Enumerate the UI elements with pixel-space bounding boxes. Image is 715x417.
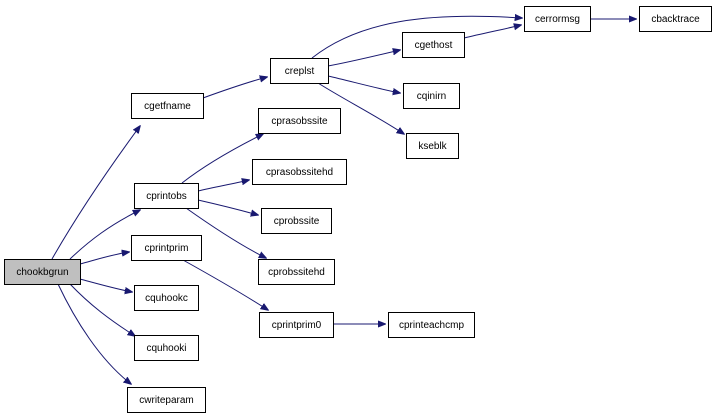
edge-chookbgrun-to-cprintprim bbox=[79, 252, 129, 265]
node-box-cquhooki bbox=[134, 335, 199, 361]
node-box-cprobssitehd bbox=[258, 259, 335, 285]
node-label-cgetfname: cgetfname bbox=[144, 101, 191, 112]
node-box-cprintobs bbox=[134, 183, 199, 209]
node-label-cprobssite: cprobssite bbox=[274, 216, 320, 227]
node-label-cquhookc: cquhookc bbox=[145, 293, 188, 304]
edge-creplst-to-cgethost bbox=[327, 50, 400, 67]
node-cquhookc[interactable]: cquhookc bbox=[134, 285, 199, 311]
edge-cprintobs-to-cprobssite bbox=[197, 199, 258, 215]
node-creplst[interactable]: creplst bbox=[270, 58, 329, 84]
node-box-cerrormsg bbox=[524, 6, 591, 32]
node-box-creplst bbox=[270, 58, 329, 84]
node-kseblk[interactable]: kseblk bbox=[406, 133, 459, 159]
node-cquhooki[interactable]: cquhooki bbox=[134, 335, 199, 361]
node-label-cprasobssitehd: cprasobssitehd bbox=[266, 167, 333, 178]
node-label-cprintobs: cprintobs bbox=[146, 191, 187, 202]
node-label-creplst: creplst bbox=[285, 66, 315, 77]
node-chookbgrun[interactable]: chookbgrun bbox=[4, 259, 81, 285]
node-box-cprasobssitehd bbox=[252, 159, 347, 185]
node-cwriteparam[interactable]: cwriteparam bbox=[127, 387, 206, 413]
edge-chookbgrun-to-cgetfname bbox=[51, 126, 140, 260]
node-box-chookbgrun bbox=[4, 259, 81, 285]
node-label-kseblk: kseblk bbox=[418, 141, 447, 152]
node-box-cqinirn bbox=[403, 83, 460, 109]
node-label-cwriteparam: cwriteparam bbox=[139, 395, 193, 406]
node-box-cprobssite bbox=[261, 208, 332, 234]
node-label-cqinirn: cqinirn bbox=[417, 91, 446, 102]
node-cprasobssitehd[interactable]: cprasobssitehd bbox=[252, 159, 347, 185]
node-label-chookbgrun: chookbgrun bbox=[16, 267, 68, 278]
edge-chookbgrun-to-cwriteparam bbox=[57, 283, 131, 384]
node-box-cbacktrace bbox=[639, 6, 712, 32]
edges-layer bbox=[51, 16, 636, 384]
node-box-kseblk bbox=[406, 133, 459, 159]
node-label-cquhooki: cquhooki bbox=[146, 343, 186, 354]
node-cprasobssite[interactable]: cprasobssite bbox=[258, 108, 341, 134]
node-label-cprinteachcmp: cprinteachcmp bbox=[399, 320, 464, 331]
edge-cgetfname-to-creplst bbox=[202, 77, 267, 99]
node-label-cprasobssite: cprasobssite bbox=[271, 116, 328, 127]
edge-creplst-to-kseblk bbox=[317, 82, 404, 134]
node-label-cprintprim0: cprintprim0 bbox=[272, 320, 322, 331]
node-box-cgethost bbox=[402, 32, 465, 58]
edge-cprintprim-to-cprintprim0 bbox=[182, 259, 268, 310]
node-cerrormsg[interactable]: cerrormsg bbox=[524, 6, 591, 32]
node-cgetfname[interactable]: cgetfname bbox=[131, 93, 204, 119]
node-cprinteachcmp[interactable]: cprinteachcmp bbox=[388, 312, 475, 338]
node-box-cprintprim bbox=[131, 235, 202, 261]
node-cqinirn[interactable]: cqinirn bbox=[403, 83, 460, 109]
node-label-cprobssitehd: cprobssitehd bbox=[268, 267, 325, 278]
node-box-cquhookc bbox=[134, 285, 199, 311]
node-cprobssitehd[interactable]: cprobssitehd bbox=[258, 259, 335, 285]
node-cbacktrace[interactable]: cbacktrace bbox=[639, 6, 712, 32]
node-box-cgetfname bbox=[131, 93, 204, 119]
node-cprintobs[interactable]: cprintobs bbox=[134, 183, 199, 209]
nodes-layer: chookbgrun cgetfname cprintobs cprintprim cq… bbox=[4, 6, 712, 413]
node-cprobssite[interactable]: cprobssite bbox=[261, 208, 332, 234]
edge-cgethost-to-cerrormsg bbox=[463, 25, 521, 39]
edge-chookbgrun-to-cquhooki bbox=[69, 283, 135, 336]
edge-chookbgrun-to-cprintobs bbox=[69, 210, 140, 260]
edge-cprintobs-to-cprasobssitehd bbox=[197, 180, 249, 192]
node-box-cprasobssite bbox=[258, 108, 341, 134]
node-cgethost[interactable]: cgethost bbox=[402, 32, 465, 58]
node-box-cprinteachcmp bbox=[388, 312, 475, 338]
node-label-cerrormsg: cerrormsg bbox=[535, 14, 580, 25]
node-label-cbacktrace: cbacktrace bbox=[651, 14, 700, 25]
edge-cprintobs-to-cprobssitehd bbox=[185, 207, 266, 258]
edge-chookbgrun-to-cquhookc bbox=[79, 278, 132, 292]
node-label-cgethost: cgethost bbox=[415, 40, 453, 51]
edge-creplst-to-cqinirn bbox=[327, 75, 400, 93]
node-box-cwriteparam bbox=[127, 387, 206, 413]
node-cprintprim0[interactable]: cprintprim0 bbox=[259, 312, 334, 338]
edge-cprintobs-to-cprasobssite bbox=[181, 134, 263, 184]
node-label-cprintprim: cprintprim bbox=[145, 243, 189, 254]
edge-creplst-to-cerrormsg bbox=[311, 16, 522, 59]
node-box-cprintprim0 bbox=[259, 312, 334, 338]
node-cprintprim[interactable]: cprintprim bbox=[131, 235, 202, 261]
